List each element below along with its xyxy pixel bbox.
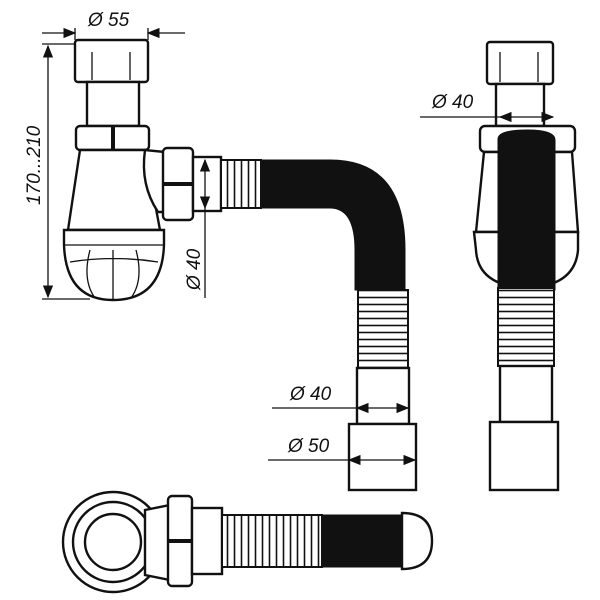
top-nut: [73, 38, 150, 84]
dimension-side-outlet: Ø 40: [184, 158, 211, 298]
side-view: [472, 40, 580, 492]
end-sleeve: [355, 366, 411, 426]
dimension-side-view: Ø 40: [420, 92, 555, 123]
dim-label-side-40: Ø 40: [184, 248, 205, 291]
bottom-cap: [62, 228, 166, 302]
dimension-hose-inner: Ø 40: [272, 384, 410, 414]
plan-view: [61, 490, 434, 594]
outlet-pipe: [191, 155, 223, 213]
dim-label-hose-40: Ø 40: [289, 384, 332, 405]
dimension-top-diameter: Ø 55: [42, 10, 185, 40]
side-hose: [497, 129, 556, 291]
corrugated-section: [220, 159, 262, 209]
dim-label-50: Ø 50: [287, 436, 330, 457]
dim-label-height: 170...210: [24, 125, 45, 205]
dim-label-side-view-40: Ø 40: [431, 92, 474, 113]
neck: [85, 80, 141, 128]
corrugated-lower: [357, 289, 409, 369]
flexible-hose: [260, 159, 406, 291]
dimension-height: 170...210: [24, 43, 90, 300]
end-socket: [347, 422, 418, 492]
dimension-hose-outer: Ø 50: [268, 436, 417, 466]
dim-label-55: Ø 55: [87, 10, 130, 31]
front-view: [62, 38, 418, 492]
